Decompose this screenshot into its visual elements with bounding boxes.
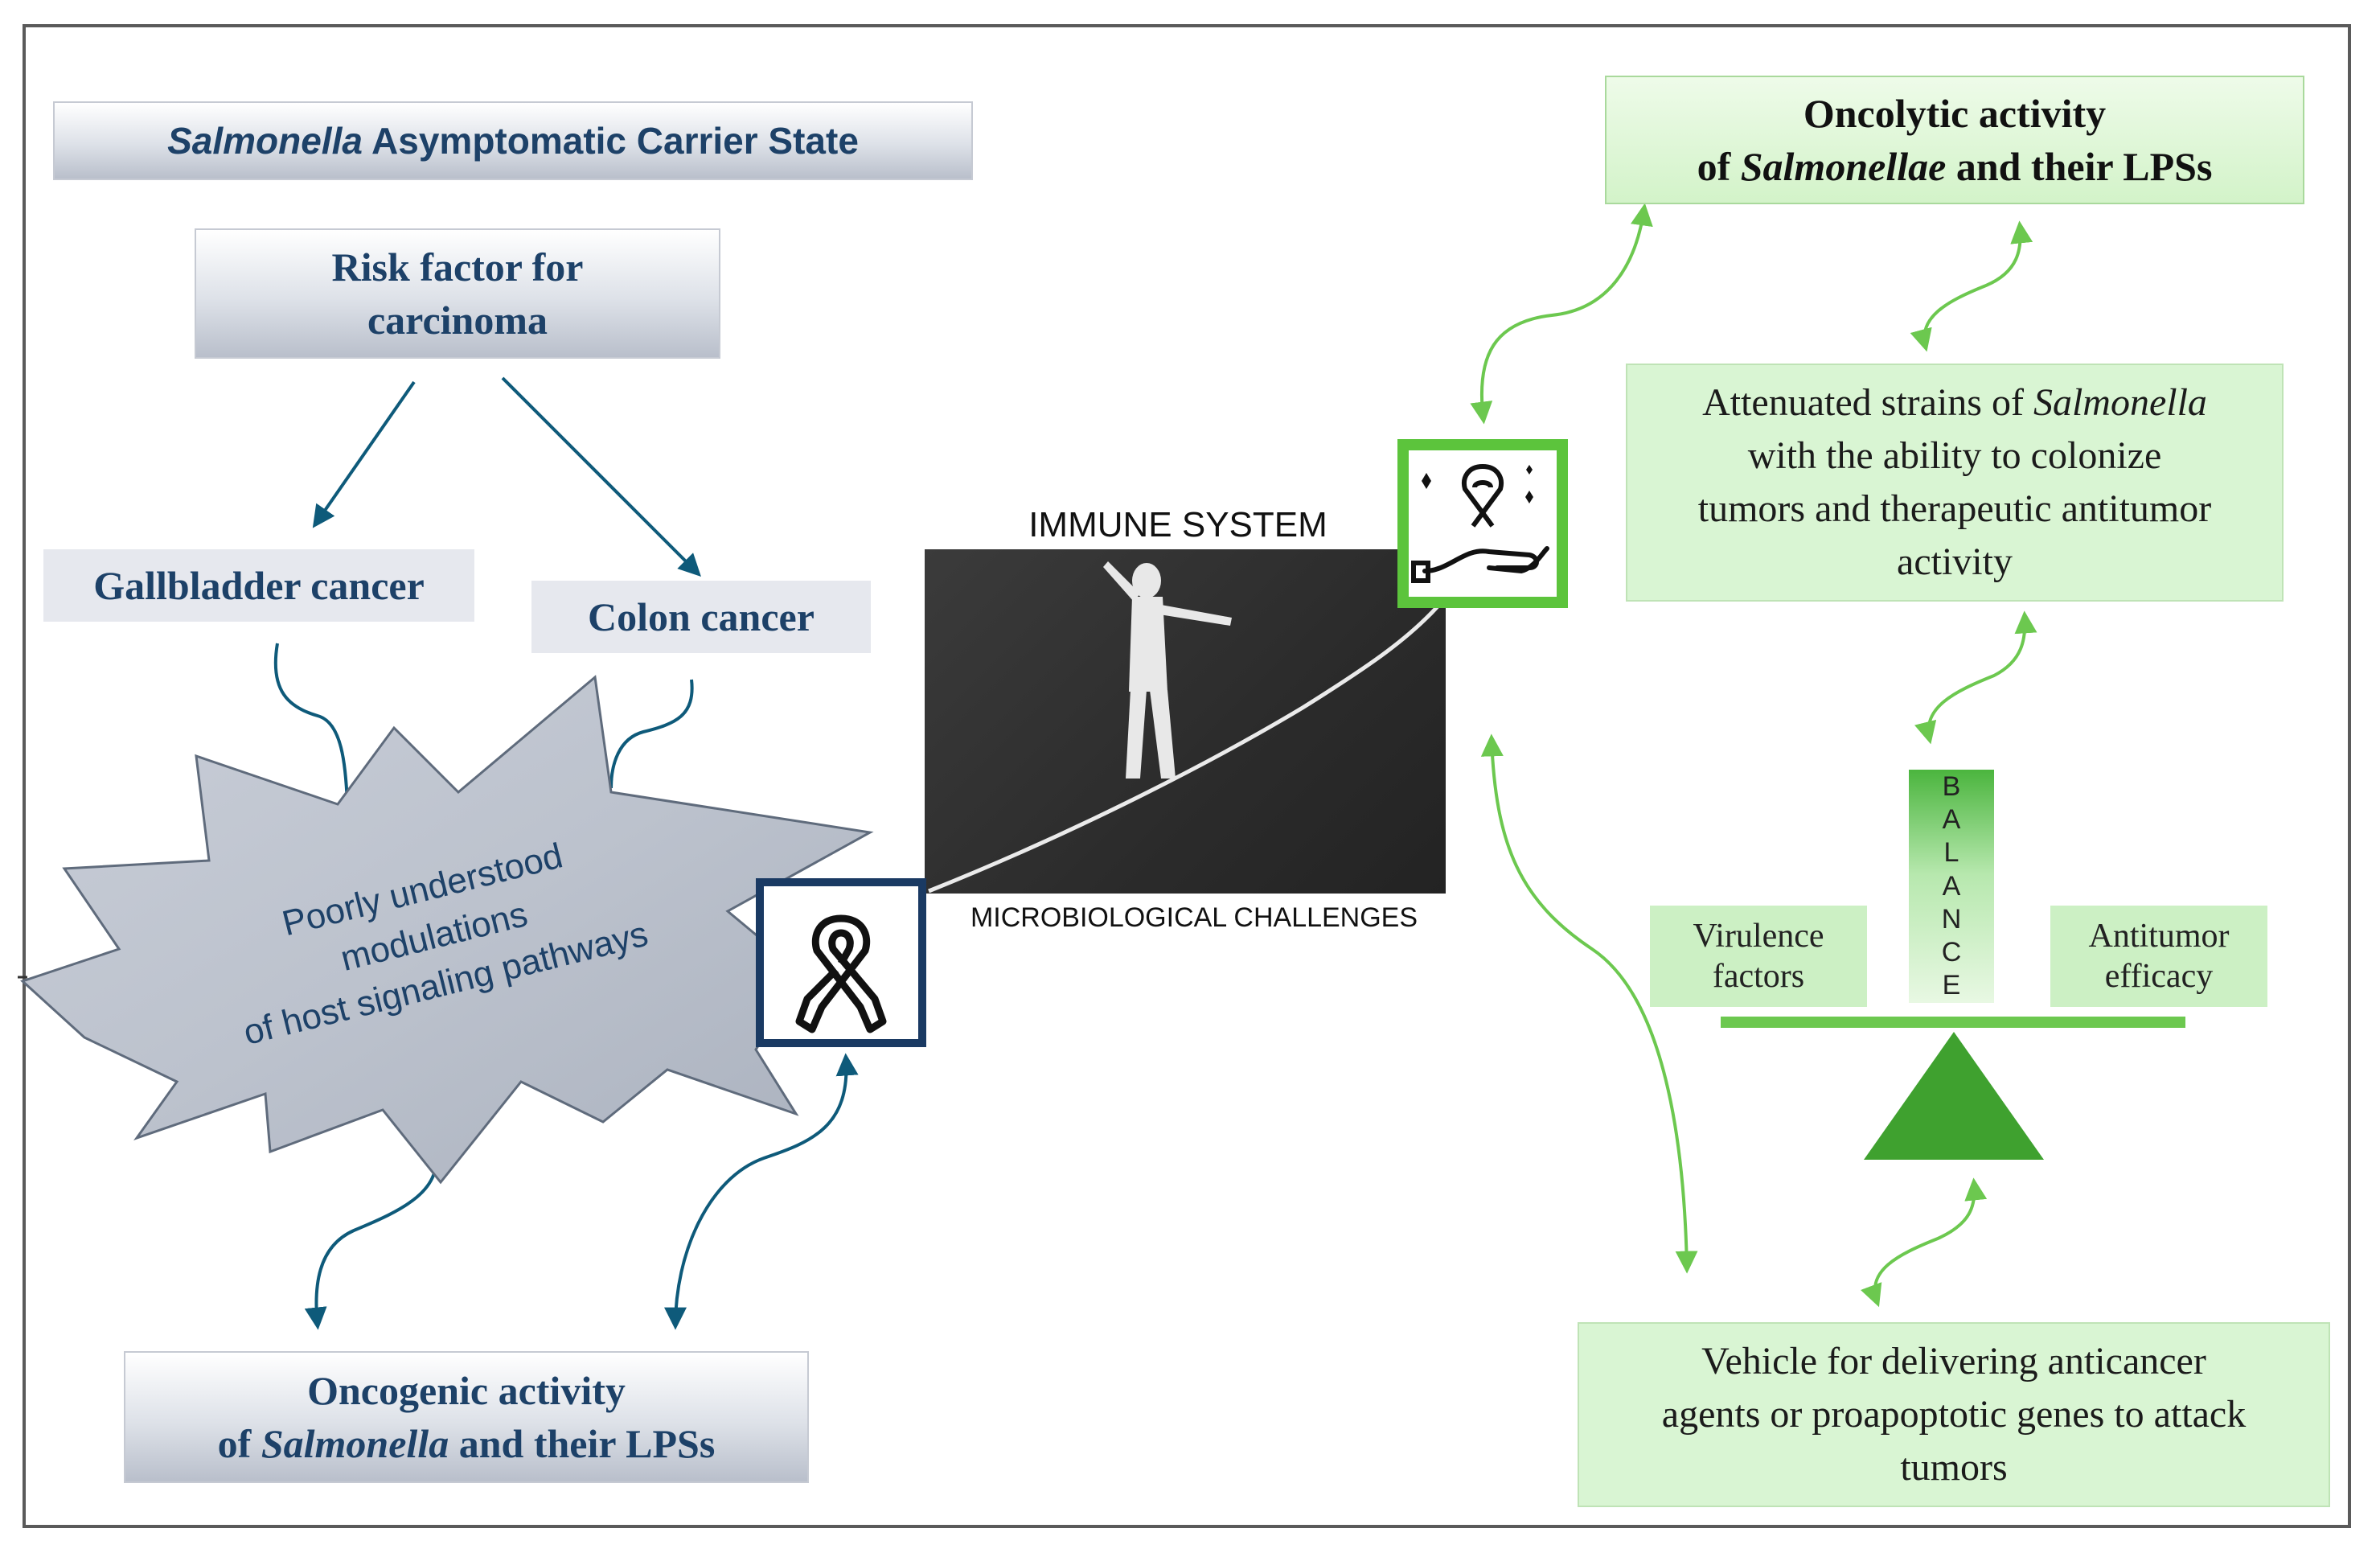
gallbladder-cancer-box: Gallbladder cancer <box>43 549 474 622</box>
carrier-state-box: Salmonella Asymptomatic Carrier State <box>53 101 973 180</box>
vehicle-line1: Vehicle for delivering anticancer <box>1701 1340 2206 1382</box>
oncogenic-line2-pre: of <box>217 1421 261 1466</box>
awareness-ribbon-box <box>756 878 926 1047</box>
oncogenic-activity-box: Oncogenic activity of Salmonella and the… <box>124 1351 809 1483</box>
virulence-line2: factors <box>1712 958 1805 995</box>
ribbon-hand-box <box>1397 439 1568 608</box>
double-arrow-balance-vehicle <box>1861 1177 1988 1308</box>
oncogenic-line2-post: and their LPSs <box>449 1421 716 1466</box>
balance-post: B A L A N C E <box>1909 770 1994 1003</box>
oncogenic-line1: Oncogenic activity <box>307 1368 626 1413</box>
balance-letter: A <box>1942 804 1961 836</box>
oncolytic-activity-box: Oncolytic activity of Salmonellae and th… <box>1605 76 2304 204</box>
vehicle-line2: agents or proapoptotic genes to attack <box>1661 1393 2247 1436</box>
vehicle-line3: tumors <box>1900 1446 2008 1489</box>
diagram-frame <box>23 24 2351 1528</box>
gallbladder-label: Gallbladder cancer <box>93 563 425 608</box>
attenuated-strains-box: Attenuated strains of Salmonella with th… <box>1626 364 2284 602</box>
attenuated-line1-pre: Attenuated strains of <box>1702 381 2033 424</box>
vehicle-delivery-box: Vehicle for delivering anticancer agents… <box>1578 1322 2330 1507</box>
balance-fulcrum <box>1864 1032 2044 1160</box>
balance-letter: C <box>1941 936 1962 968</box>
double-arrow-oncolytic-attenuated <box>1910 220 2033 352</box>
double-arrow-star-oncogenic <box>304 1141 450 1330</box>
curve-colon-to-star <box>609 679 694 789</box>
risk-line2: carcinoma <box>367 298 548 343</box>
colon-label: Colon cancer <box>588 594 815 639</box>
risk-line1: Risk factor for <box>331 244 584 290</box>
balance-letter: E <box>1942 969 1961 1000</box>
virulence-line1: Virulence <box>1693 918 1824 955</box>
tightrope-photo <box>925 549 1446 894</box>
attenuated-line4: activity <box>1897 540 2013 583</box>
awareness-ribbon-icon <box>795 914 887 1033</box>
risk-factor-box: Risk factor for carcinoma <box>195 228 720 359</box>
balance-letter: L <box>1943 837 1959 869</box>
oncolytic-line2-post: and their LPSs <box>1946 144 2213 189</box>
double-arrow-ribbonhand-oncolytic <box>1470 203 1653 425</box>
ribbon-in-hand-icon <box>1411 464 1549 583</box>
arrow-risk-to-colon <box>501 376 701 577</box>
double-arrow-attenuated-balance <box>1914 610 2037 745</box>
microbiological-challenges-label: MICROBIOLOGICAL CHALLENGES <box>970 902 1418 933</box>
balance-beam <box>1721 1017 2185 1028</box>
curve-gallbladder-to-star <box>273 643 349 805</box>
antitumor-efficacy-box: Antitumor efficacy <box>2050 906 2267 1007</box>
oncolytic-italic: Salmonellae <box>1740 144 1947 189</box>
colon-cancer-box: Colon cancer <box>531 581 871 653</box>
carrier-italic: Salmonella <box>167 120 363 162</box>
attenuated-line3: tumors and therapeutic antitumor <box>1697 487 2212 530</box>
immune-system-label: IMMUNE SYSTEM <box>1028 505 1327 544</box>
double-arrow-ribbon-oncogenic <box>664 1053 859 1330</box>
oncolytic-line1: Oncolytic activity <box>1803 91 2107 136</box>
antitumor-line1: Antitumor <box>2088 918 2230 955</box>
arrow-risk-to-gallbladder <box>312 380 416 528</box>
balance-letter: A <box>1942 870 1961 902</box>
balance-letter: N <box>1941 903 1962 935</box>
attenuated-italic: Salmonella <box>2033 381 2207 424</box>
carrier-rest: Asymptomatic Carrier State <box>362 120 859 162</box>
double-arrow-photo-vehicle <box>1480 733 1698 1274</box>
balance-letter: B <box>1942 771 1961 803</box>
oncolytic-line2-pre: of <box>1697 144 1741 189</box>
oncogenic-italic: Salmonella <box>261 1421 449 1466</box>
virulence-factors-box: Virulence factors <box>1650 906 1867 1007</box>
attenuated-line2: with the ability to colonize <box>1747 434 2162 477</box>
antitumor-line2: efficacy <box>2104 958 2214 995</box>
